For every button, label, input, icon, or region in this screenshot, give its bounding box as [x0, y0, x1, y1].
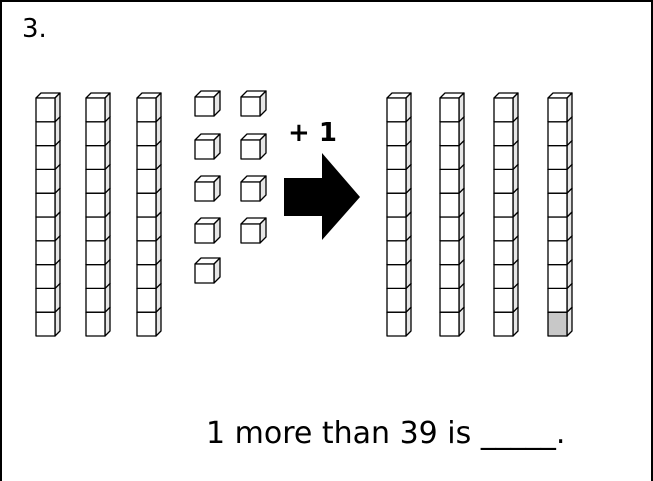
ones-cube-2 — [240, 90, 267, 117]
after-tens-rods — [386, 92, 573, 337]
plus-one-label: + 1 — [288, 118, 337, 148]
ones-cube-6 — [240, 175, 267, 202]
tens-rod-after-2 — [439, 92, 465, 337]
right-arrow-icon — [284, 153, 360, 240]
tens-rod-3 — [136, 92, 162, 337]
rod-cube — [35, 92, 61, 123]
answer-blank[interactable]: _____ — [480, 416, 556, 451]
before-tens-rods — [35, 92, 162, 337]
rod-cube — [547, 92, 573, 123]
rod-cube — [136, 92, 162, 123]
tens-rod-after-1 — [386, 92, 412, 337]
tens-rod-1 — [35, 92, 61, 337]
ones-cube-4 — [240, 133, 267, 160]
rod-cube — [85, 92, 111, 123]
rod-cube — [493, 92, 519, 123]
ones-cube-1 — [194, 90, 221, 117]
rod-cube — [136, 139, 162, 171]
sentence-prefix: 1 more than 39 is — [206, 416, 472, 451]
ones-cube-8 — [240, 217, 267, 244]
ones-cube-9 — [194, 257, 221, 284]
ones-cube-3 — [194, 133, 221, 160]
rod-cube — [386, 92, 412, 123]
question-number: 3. — [22, 14, 47, 44]
ones-cube-5 — [194, 175, 221, 202]
rod-cube — [439, 92, 465, 123]
tens-rod-2 — [85, 92, 111, 337]
tens-rod-after-3 — [493, 92, 519, 337]
ones-cube-7 — [194, 217, 221, 244]
before-ones-cubes — [194, 90, 267, 284]
sentence-suffix: . — [555, 416, 566, 451]
answer-sentence: 1 more than 39 is _____. — [206, 416, 565, 451]
tens-rod-after-4 — [547, 92, 573, 337]
